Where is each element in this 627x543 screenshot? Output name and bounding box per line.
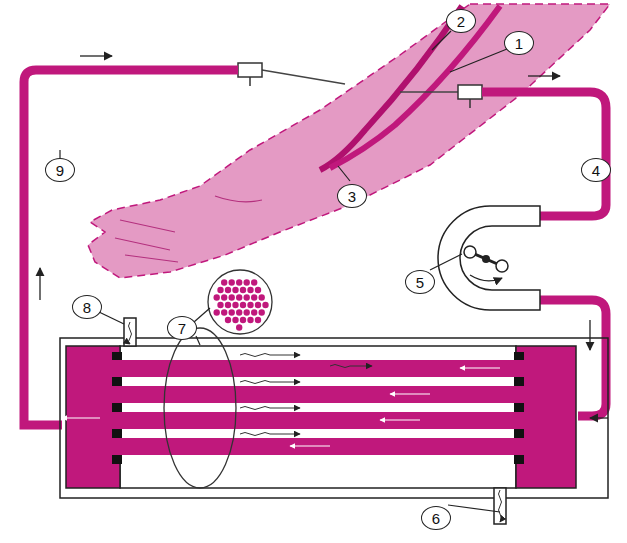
blood-vessel <box>330 6 500 168</box>
callout-number: 4 <box>581 158 611 182</box>
leader-lines <box>60 31 606 512</box>
callout-number: 2 <box>446 9 476 33</box>
callout-number: 1 <box>504 31 534 55</box>
dialyzer <box>60 318 608 524</box>
callout-number: 7 <box>167 316 197 340</box>
arm <box>88 4 610 278</box>
fibre-cross-section <box>208 270 272 334</box>
callout-number: 5 <box>405 270 435 294</box>
callout-number: 8 <box>72 295 102 319</box>
blood-vessel <box>320 6 462 170</box>
callout-number: 6 <box>421 506 451 530</box>
pump-rotor <box>464 246 508 281</box>
callout-number: 9 <box>45 158 75 182</box>
callout-number: 3 <box>337 184 367 208</box>
